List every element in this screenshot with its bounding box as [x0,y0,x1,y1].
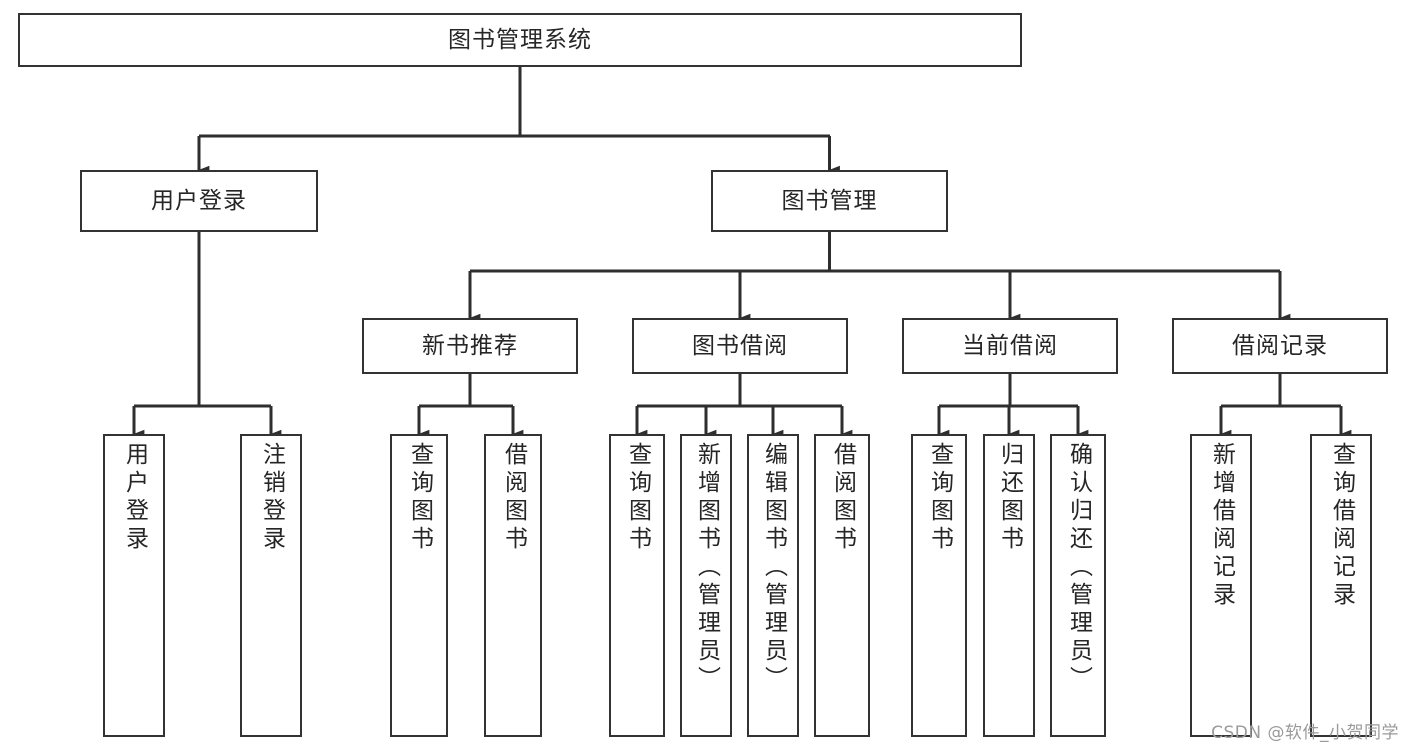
node-l2-book[interactable]: 图书管理 [711,170,948,232]
node-label: 查询图书 [624,442,651,554]
node-l4-c3[interactable]: 编辑图书（管理员） [747,434,799,737]
node-l4-d2[interactable]: 归还图书 [983,434,1035,737]
node-l4-b2[interactable]: 借阅图书 [484,434,542,737]
node-label: 图书管理系统 [448,26,592,53]
node-label: 查询借阅记录 [1328,442,1355,610]
node-l4-e1[interactable]: 新增借阅记录 [1190,434,1252,737]
node-l4-c4[interactable]: 借阅图书 [814,434,870,737]
node-label: 借阅记录 [1232,332,1328,359]
node-label: 归还图书 [996,442,1023,554]
node-l4-d1[interactable]: 查询图书 [911,434,967,737]
node-label: 图书借阅 [692,332,788,359]
node-l2-login[interactable]: 用户登录 [80,170,318,232]
node-label: 查询图书 [926,442,953,554]
node-l4-e2[interactable]: 查询借阅记录 [1310,434,1372,737]
node-l4-c2[interactable]: 新增图书（管理员） [680,434,732,737]
node-label: 查询图书 [406,442,433,554]
node-l4-a1[interactable]: 用户登录 [103,434,165,737]
node-label: 编辑图书（管理员） [760,442,787,694]
watermark: CSDN @软件_小贺同学 [1211,723,1399,743]
node-l4-b1[interactable]: 查询图书 [390,434,448,737]
node-label: 借阅图书 [829,442,856,554]
node-label: 注销登录 [258,442,285,554]
node-l3-record[interactable]: 借阅记录 [1172,318,1388,374]
node-l4-d3[interactable]: 确认归还（管理员） [1050,434,1106,737]
node-root[interactable]: 图书管理系统 [18,13,1022,67]
node-label: 新增图书（管理员） [693,442,720,694]
node-l3-newbook[interactable]: 新书推荐 [362,318,578,374]
node-l4-c1[interactable]: 查询图书 [609,434,665,737]
node-l3-borrow[interactable]: 图书借阅 [632,318,848,374]
node-label: 新书推荐 [422,332,518,359]
node-l4-a2[interactable]: 注销登录 [240,434,302,737]
node-l3-current[interactable]: 当前借阅 [902,318,1118,374]
node-label: 用户登录 [121,442,148,554]
node-label: 当前借阅 [962,332,1058,359]
node-label: 用户登录 [151,187,247,214]
node-label: 图书管理 [781,187,878,214]
node-label: 借阅图书 [500,442,527,554]
node-label: 确认归还（管理员） [1065,442,1092,694]
node-label: 新增借阅记录 [1208,442,1235,610]
